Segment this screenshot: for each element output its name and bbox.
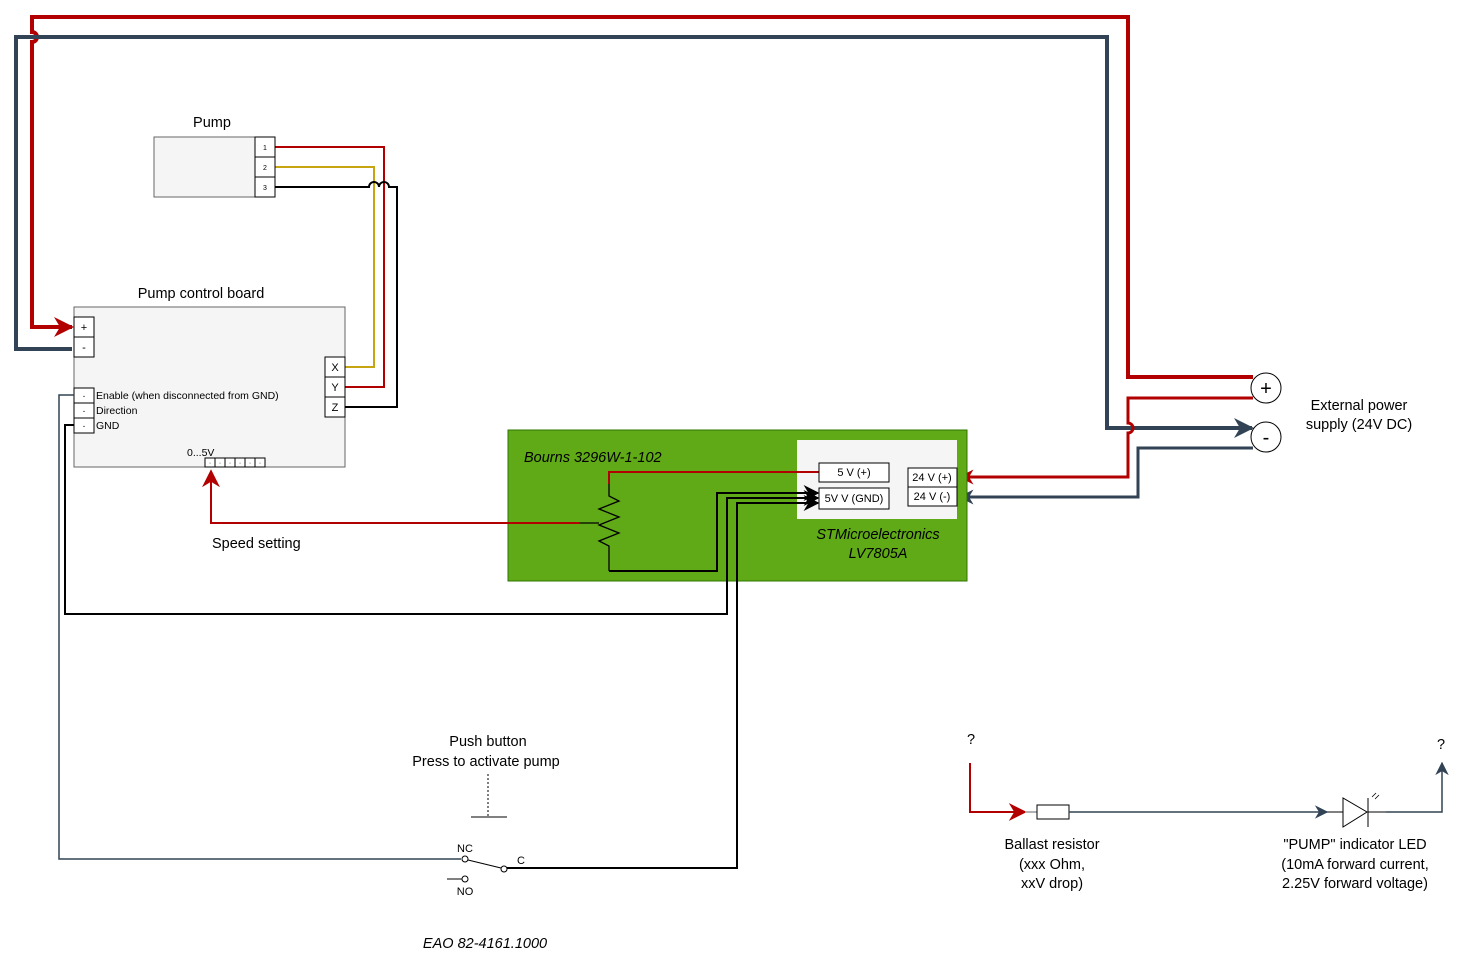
control-board-pin-enable: · Enable (when disconnected from GND) bbox=[73, 387, 279, 404]
enable-label: Enable (when disconnected from GND) bbox=[96, 390, 279, 402]
power-supply-label-line2: supply (24V DC) bbox=[1306, 417, 1412, 433]
control-board-title: Pump control board bbox=[138, 286, 265, 302]
pump-pin-1: 1 bbox=[254, 136, 276, 158]
control-board-body bbox=[73, 306, 346, 468]
led-label-line2: (10mA forward current, bbox=[1281, 857, 1428, 873]
svg-text:·: · bbox=[82, 405, 86, 417]
wire-pump-2-to-x bbox=[275, 166, 375, 368]
wire-led-input bbox=[969, 763, 1027, 821]
plus-icon: + bbox=[1260, 378, 1272, 400]
power-supply-plus-terminal: + bbox=[1250, 372, 1282, 404]
svg-text:5V V (GND): 5V V (GND) bbox=[825, 493, 884, 505]
led-output-unknown: ? bbox=[1437, 737, 1445, 753]
wire-pump-3-to-z bbox=[275, 181, 398, 408]
push-button-switch-symbol bbox=[447, 774, 508, 883]
analog-input-label: 0...5V bbox=[187, 447, 214, 459]
gnd-label: GND bbox=[96, 420, 120, 432]
resistor-label-line3: xxV drop) bbox=[1021, 876, 1083, 892]
wire-enable-to-switch-nc bbox=[58, 394, 461, 860]
direction-label: Direction bbox=[96, 405, 138, 417]
svg-text:·: · bbox=[82, 390, 86, 402]
resistor-label-line2: (xxx Ohm, bbox=[1019, 857, 1085, 873]
switch-c-label: C bbox=[517, 855, 525, 867]
regulator-pin-24v-plus: 24 V (+) bbox=[907, 467, 958, 488]
potentiometer-symbol bbox=[597, 483, 621, 571]
regulator-pin-24v-minus: 24 V (-) bbox=[907, 486, 958, 507]
svg-text:·: · bbox=[209, 460, 211, 467]
svg-text:·: · bbox=[259, 460, 261, 467]
svg-text:24 V (-): 24 V (-) bbox=[914, 491, 951, 503]
control-board-pin-z: Z bbox=[324, 396, 346, 418]
regulator-pin-5v-plus: 5 V (+) bbox=[818, 462, 890, 483]
control-board-pin-direction: · Direction bbox=[73, 402, 138, 419]
svg-text:24 V (+): 24 V (+) bbox=[912, 472, 951, 484]
potentiometer-label: Bourns 3296W-1-102 bbox=[524, 450, 662, 466]
wire-5v-to-potentiometer bbox=[608, 471, 819, 484]
svg-text:+: + bbox=[81, 322, 87, 334]
power-supply-minus-terminal: - bbox=[1250, 421, 1282, 453]
led-input-unknown: ? bbox=[967, 732, 975, 748]
svg-text:1: 1 bbox=[263, 145, 267, 152]
led-label-line1: "PUMP" indicator LED bbox=[1283, 837, 1426, 853]
speed-setting-label: Speed setting bbox=[212, 536, 301, 552]
wire-24v-negative-to-control-board bbox=[14, 35, 1254, 438]
analog-input-header: · · · · · · bbox=[204, 457, 266, 468]
ballast-resistor-symbol bbox=[1036, 804, 1070, 820]
led-label-line3: 2.25V forward voltage) bbox=[1282, 876, 1428, 892]
regulator-pin-5v-gnd: 5V V (GND) bbox=[818, 487, 890, 510]
minus-icon: - bbox=[1263, 427, 1270, 449]
svg-text:2: 2 bbox=[263, 165, 267, 172]
push-button-title-line2: Press to activate pump bbox=[412, 754, 560, 770]
led-symbol bbox=[1327, 792, 1386, 828]
pump-body bbox=[153, 136, 256, 198]
switch-no-label: NO bbox=[457, 886, 474, 898]
svg-text:·: · bbox=[229, 460, 231, 467]
svg-text:·: · bbox=[82, 420, 86, 432]
resistor-label-line1: Ballast resistor bbox=[1004, 837, 1099, 853]
push-button-part-number: EAO 82-4161.1000 bbox=[423, 936, 547, 952]
svg-text:·: · bbox=[219, 460, 221, 467]
control-board-pin-plus: + bbox=[73, 316, 95, 338]
regulator-name-line2: LV7805A bbox=[849, 546, 908, 562]
wire-control-board-gnd-to-regulator-gnd bbox=[64, 424, 820, 615]
wire-pump-1-to-y bbox=[275, 146, 385, 388]
pump-title: Pump bbox=[193, 115, 231, 131]
control-board-pin-y: Y bbox=[324, 376, 346, 398]
pump-pin-3: 3 bbox=[254, 176, 276, 198]
wire-speed-setting bbox=[202, 469, 580, 524]
pump-pin-2: 2 bbox=[254, 156, 276, 178]
wire-24v-positive-to-regulator bbox=[958, 396, 1253, 485]
svg-text:3: 3 bbox=[263, 185, 267, 192]
svg-text:Z: Z bbox=[332, 402, 339, 414]
control-board-pin-minus: - bbox=[73, 336, 95, 358]
svg-text:-: - bbox=[82, 342, 86, 354]
control-board-pin-x: X bbox=[324, 356, 346, 378]
svg-text:·: · bbox=[249, 460, 251, 467]
control-board-pin-gnd: · GND bbox=[73, 417, 120, 434]
regulator-name-line1: STMicroelectronics bbox=[816, 527, 939, 543]
wire-switch-c-to-regulator-gnd bbox=[507, 495, 820, 869]
svg-text:5 V (+): 5 V (+) bbox=[837, 467, 870, 479]
svg-text:·: · bbox=[239, 460, 241, 467]
wire-led-output bbox=[1386, 761, 1449, 813]
wire-potentiometer-to-gnd bbox=[609, 485, 820, 572]
wire-24v-negative-to-regulator bbox=[958, 446, 1253, 505]
power-supply-label-line1: External power bbox=[1311, 398, 1408, 414]
push-button-title-line1: Push button bbox=[449, 734, 526, 750]
switch-nc-label: NC bbox=[457, 843, 473, 855]
svg-text:Y: Y bbox=[331, 382, 339, 394]
svg-text:X: X bbox=[331, 362, 339, 374]
